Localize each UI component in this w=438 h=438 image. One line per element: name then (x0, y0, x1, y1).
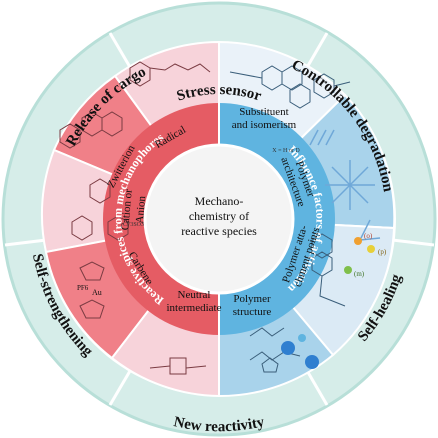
atom-dot (367, 245, 375, 253)
label-pf6: PF6 (77, 284, 89, 292)
label-structure-1: Polymer (233, 293, 271, 305)
atom-dot (344, 266, 352, 274)
label-x-equals: X = H or D (272, 148, 300, 154)
center-line-3: reactive species (181, 224, 257, 238)
molecule-sketches-left (59, 61, 211, 375)
label-m: (m) (354, 270, 365, 278)
label-p: (p) (378, 248, 387, 256)
smile-face-icon (281, 341, 295, 355)
center-line-1: Mechano- (195, 194, 244, 208)
label-substituent-2: and isomerism (232, 119, 297, 131)
label-counterion: CF3SO3 (123, 222, 144, 228)
label-new-reactivity: New reactivity (172, 414, 266, 435)
label-cation-anion-1: Cation or (119, 188, 135, 230)
label-structure-2: structure (233, 306, 272, 318)
label-substituent-1: Substituent (239, 106, 289, 118)
center-line-2: chemistry of (189, 209, 249, 223)
center-circle (143, 143, 295, 295)
molecule-sketches-right (229, 65, 381, 373)
architecture-icon (309, 129, 381, 241)
label-neutral-1: Neutral (178, 289, 211, 301)
label-neutral-2: intermediate (167, 302, 222, 314)
label-o: (o) (364, 232, 373, 240)
label-au: Au (92, 288, 102, 297)
label-cation-anion-2: Anion (134, 195, 148, 224)
atom-dot (354, 237, 362, 245)
sad-face-icon (305, 355, 319, 369)
